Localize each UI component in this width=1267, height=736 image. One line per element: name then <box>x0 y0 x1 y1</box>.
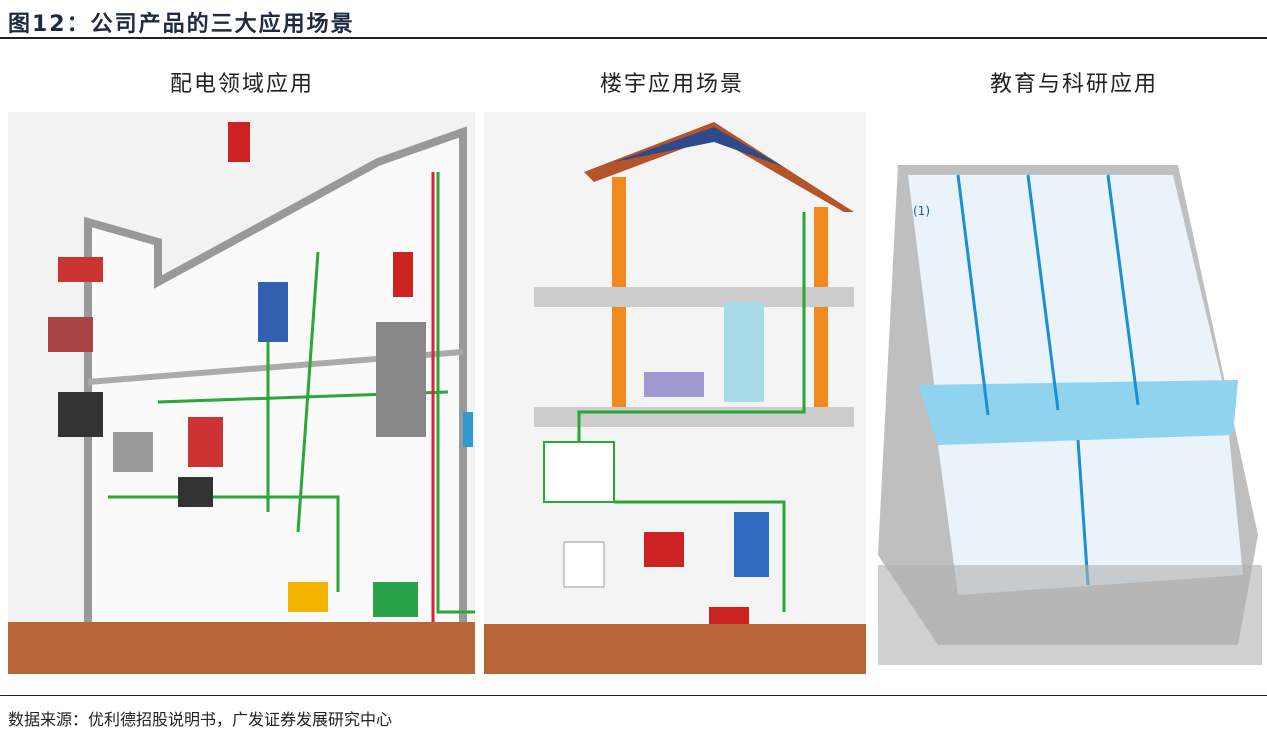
door <box>724 302 764 402</box>
insulation-tester <box>644 532 684 567</box>
room-label: (1) <box>913 204 930 218</box>
meter-case <box>58 392 103 437</box>
distribution-illustration <box>8 112 475 674</box>
thermal-imager <box>393 252 413 297</box>
top-divider <box>0 37 1267 39</box>
corridor <box>918 380 1238 445</box>
motor <box>373 582 418 617</box>
figure-title: 图12：公司产品的三大应用场景 <box>8 12 355 37</box>
meter-device <box>48 317 93 352</box>
panel-heading-education: 教育与科研应用 <box>990 72 1159 97</box>
panel-heading-building: 楼宇应用场景 <box>600 72 745 97</box>
ground <box>484 624 866 674</box>
boiler <box>734 512 769 577</box>
washer <box>563 541 605 588</box>
pillar <box>814 207 828 412</box>
education-illustration: (1) <box>878 155 1262 665</box>
panel-heading-distribution: 配电领域应用 <box>170 72 315 97</box>
transformer <box>258 282 288 342</box>
fixture <box>463 412 473 447</box>
meter-device <box>58 257 103 282</box>
multimeter <box>228 122 250 162</box>
transformer <box>113 432 153 472</box>
distribution-box <box>543 441 615 503</box>
elevator <box>376 322 426 437</box>
building-illustration <box>484 112 866 674</box>
forklift <box>288 582 328 612</box>
meter-device <box>178 477 213 507</box>
ground <box>8 622 475 674</box>
bottom-divider <box>0 695 1267 696</box>
source-note: 数据来源：优利德招股说明书，广发证券发展研究中心 <box>8 710 393 729</box>
analyzer <box>188 417 223 467</box>
sofa <box>644 372 704 397</box>
